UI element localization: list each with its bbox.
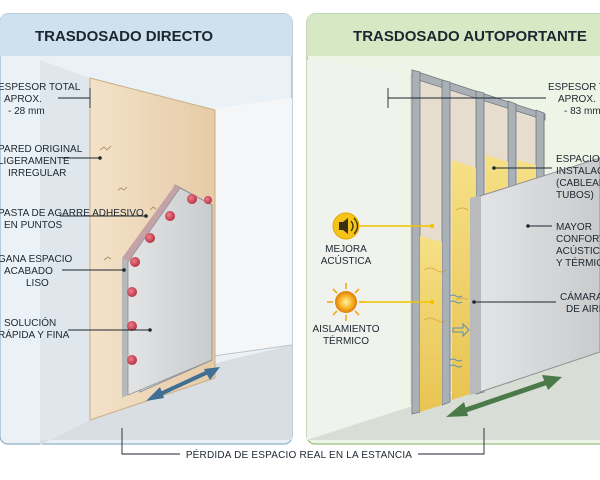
stud (411, 69, 421, 415)
label-line: DE AIRE (566, 304, 600, 315)
adhesive-dab (127, 321, 137, 331)
label-line: RÁPIDA Y FINA (0, 328, 70, 341)
badge-line: ACÚSTICA (321, 254, 372, 267)
adhesive-dab (187, 194, 197, 204)
left-back-wall (200, 98, 292, 360)
plasterboard-edge-top (122, 185, 180, 262)
badge-line: AISLAMIENTO (312, 324, 379, 335)
left-label-4: GANA ESPACIO ACABADO LISO (0, 254, 126, 289)
space-arrow-right (446, 375, 562, 417)
adhesive-dab (204, 196, 212, 204)
adhesive-dab (130, 257, 140, 267)
left-label-5: SOLUCIÓN RÁPIDA Y FINA (0, 316, 152, 341)
label-line: PASTA DE AGARRE ADHESIVO (0, 208, 144, 219)
left-floor (40, 345, 292, 445)
label-line: LISO (26, 278, 49, 289)
footer-caption: PÉRDIDA DE ESPACIO REAL EN LA ESTANCIA (186, 448, 412, 461)
right-side-wall (307, 60, 400, 440)
right-label-3: MAYOR CONFORT ACÚSTICO Y TÉRMICO (526, 222, 600, 269)
adhesive-dab (145, 233, 155, 243)
footer-bracket-right (418, 428, 485, 455)
adhesive-dab (127, 287, 137, 297)
label-line: ACABADO (4, 266, 53, 277)
right-panel: TRASDOSADO AUTOPORTANTE (306, 13, 600, 445)
label-line: INSTALACIONES (556, 166, 600, 177)
label-line: LIGERAMENTE (0, 156, 70, 167)
right-label-1: ESPESOR TOTAL APROX. - 83 mm (387, 82, 600, 117)
label-line: EN PUNTOS (4, 220, 62, 231)
adhesive-dab (127, 355, 137, 365)
label-line: CÁMARA (560, 290, 600, 303)
badge-thermal: AISLAMIENTO TÉRMICO (312, 283, 435, 347)
label-line: - 83 mm (564, 106, 600, 117)
right-panel-title: TRASDOSADO AUTOPORTANTE (353, 28, 587, 45)
air-gap-waves (449, 294, 463, 368)
label-line: - 28 mm (8, 106, 45, 117)
left-side-wall (40, 60, 90, 445)
left-label-2: PARED ORIGINAL LIGERAMENTE IRREGULAR (0, 144, 102, 179)
adhesive-dabs (127, 194, 212, 365)
sun-icon (335, 291, 357, 313)
footer: PÉRDIDA DE ESPACIO REAL EN LA ESTANCIA (121, 428, 485, 461)
label-line: APROX. (558, 94, 596, 105)
left-label-3: PASTA DE AGARRE ADHESIVO EN PUNTOS (0, 208, 148, 231)
label-line: ESPESOR TOTAL (548, 82, 600, 93)
left-panel: TRASDOSADO DIRECTO (0, 13, 293, 445)
plasterboard-right-edge (470, 196, 480, 395)
label-line: ESPESOR TOTAL (0, 82, 81, 93)
left-label-1: ESPESOR TOTAL APROX. - 28 mm (0, 82, 91, 117)
insulation-batt (420, 236, 442, 412)
space-arrow-left (146, 367, 220, 401)
air-flow-arrow (452, 322, 470, 338)
label-line: CONFORT (556, 234, 600, 245)
adhesive-dab (165, 211, 175, 221)
right-label-2: ESPACIO PARA INSTALACIONES (CABLEADO Y T… (492, 154, 600, 201)
label-line: SOLUCIÓN (4, 316, 56, 329)
label-line: Y TÉRMICO (556, 256, 600, 269)
stud (441, 79, 451, 406)
badge-line: TÉRMICO (323, 334, 369, 347)
label-line: ACÚSTICO (556, 244, 600, 257)
plasterboard-edge-side (122, 258, 128, 398)
footer-bracket-left (121, 428, 180, 455)
label-line: (CABLEADO Y (556, 178, 600, 189)
label-line: GANA ESPACIO (0, 254, 73, 265)
right-header-bar (307, 14, 600, 56)
badge-acoustic: MEJORA ACÚSTICA (321, 212, 435, 267)
label-line: MAYOR (556, 222, 592, 233)
label-line: TUBOS) (556, 190, 594, 201)
label-line: PARED ORIGINAL (0, 144, 83, 155)
left-panel-title: TRASDOSADO DIRECTO (35, 28, 213, 45)
label-line: ESPACIO PARA (556, 154, 600, 165)
right-label-4: CÁMARA DE AIRE (472, 290, 600, 315)
label-line: APROX. (4, 94, 42, 105)
label-line: IRREGULAR (8, 168, 66, 179)
badge-line: MEJORA (325, 244, 367, 255)
left-header-bar (0, 14, 292, 56)
